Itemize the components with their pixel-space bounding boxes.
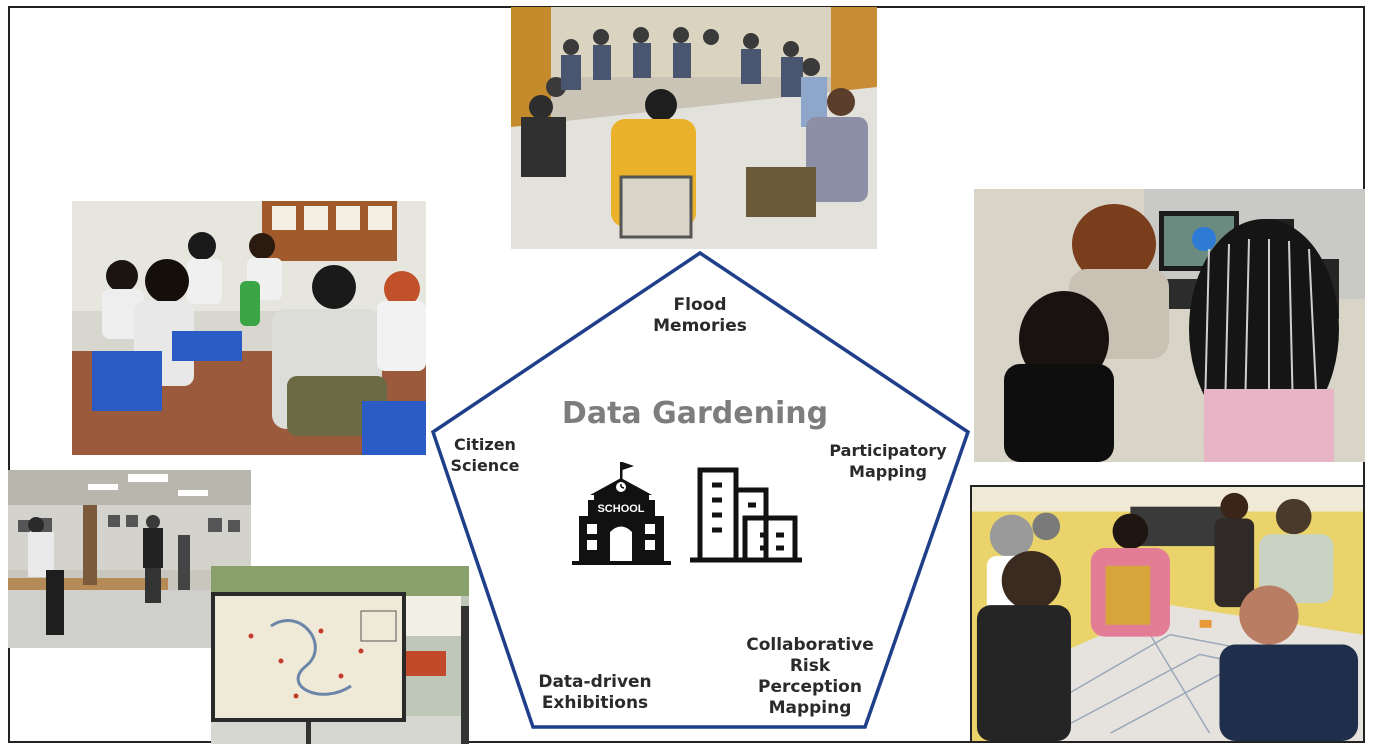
city-buildings-icon <box>690 467 802 563</box>
photo-exhibition-hall <box>8 470 251 648</box>
school-sign-text: SCHOOL <box>597 503 644 515</box>
label-data-driven-exhibitions: Data-driven Exhibitions <box>538 672 652 713</box>
photo-computer-mapping <box>974 189 1365 462</box>
label-citizen-science: Citizen Science <box>450 435 520 475</box>
photo-map-exhibit-board <box>211 566 469 744</box>
school-building-icon <box>572 462 671 565</box>
photo-collaborative-table <box>970 485 1365 743</box>
diagram-title: Data Gardening <box>561 396 829 431</box>
photo-students-classroom <box>72 201 426 455</box>
photo-community-meeting <box>511 7 877 249</box>
label-participatory-mapping: Participatory Mapping <box>829 441 947 481</box>
label-flood-memories: Flood Memories <box>653 295 747 336</box>
label-collaborative-risk-mapping: Collaborative Risk Perception Mapping <box>746 635 874 718</box>
